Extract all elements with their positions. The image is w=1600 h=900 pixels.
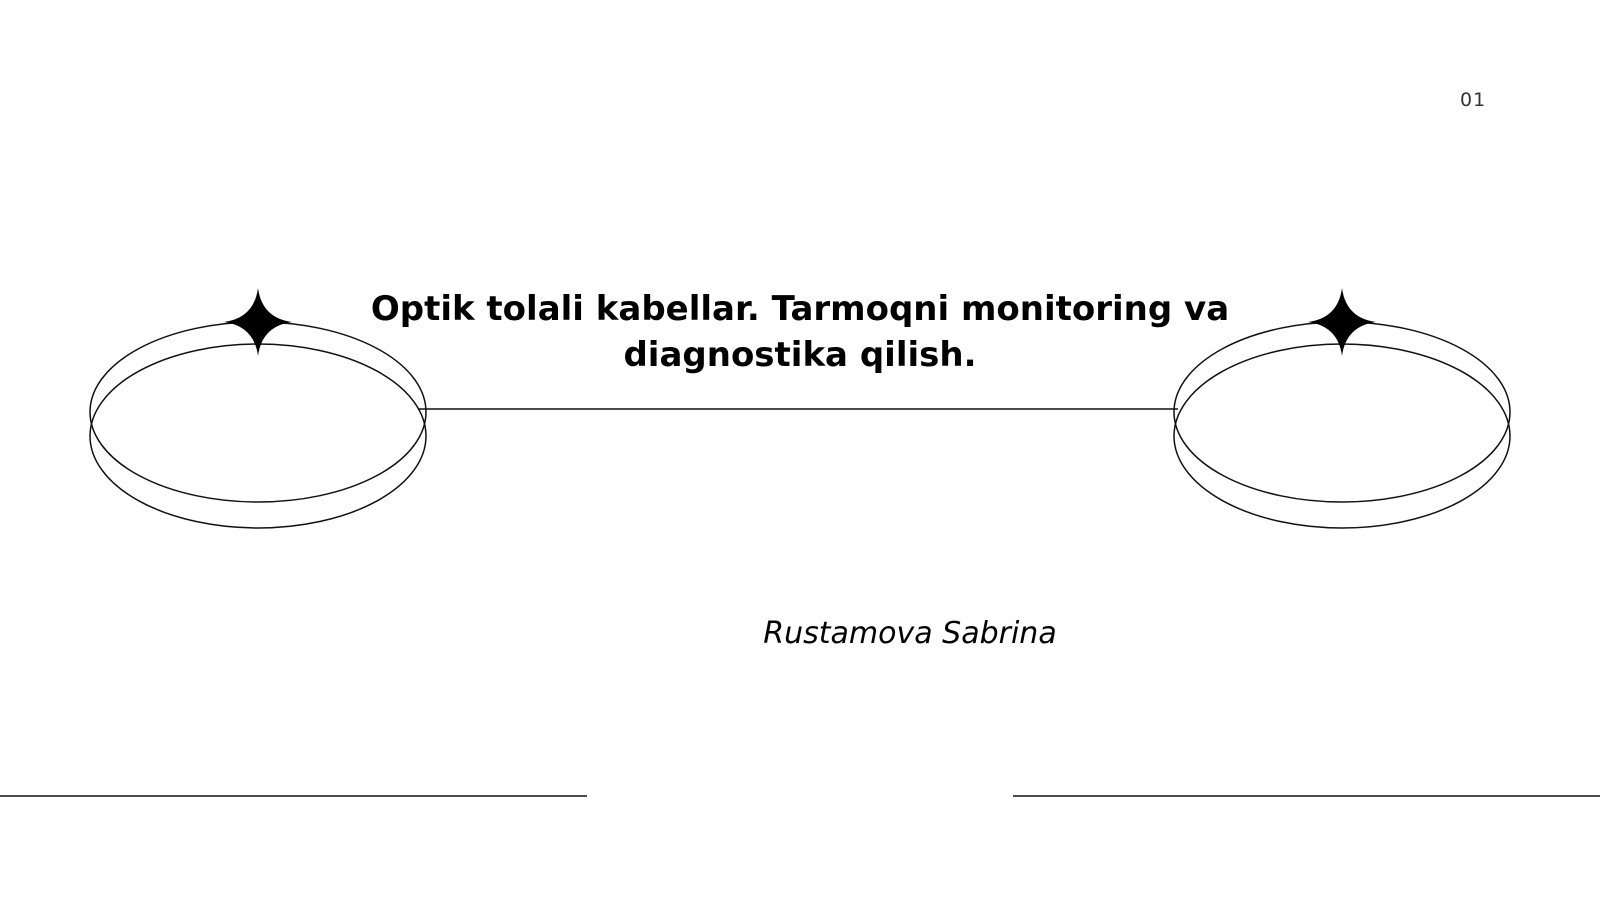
left-star-icon [224,288,292,356]
right-star-icon [1308,288,1376,356]
slide-title: Optik tolali kabellar. Tarmoqni monitori… [370,289,1230,375]
page-number: 01 [1460,89,1487,111]
author-name: Rustamova Sabrina [763,616,1057,651]
